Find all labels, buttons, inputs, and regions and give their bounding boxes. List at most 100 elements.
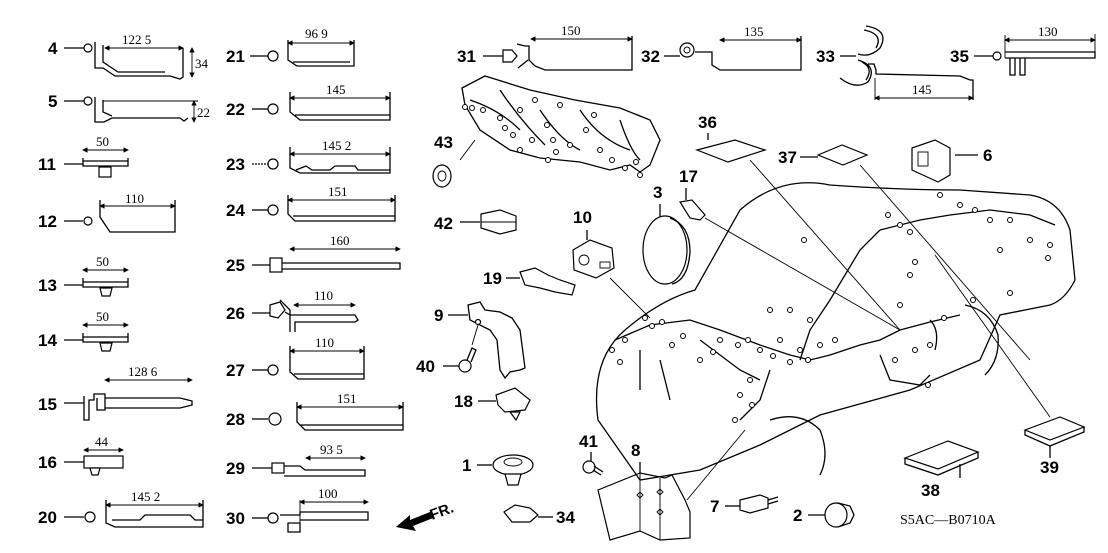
part-39[interactable]: 39 <box>934 254 1086 477</box>
front-arrow-icon <box>396 512 433 531</box>
callout-22: 22 <box>226 100 245 119</box>
part-19[interactable]: 19 <box>483 267 576 296</box>
callout-25: 25 <box>226 256 245 275</box>
callout-1: 1 <box>462 456 471 475</box>
clip-15[interactable]: 15 128 6 <box>38 364 193 421</box>
grommet-icon <box>432 164 452 188</box>
callout-3: 3 <box>653 183 662 202</box>
part-10[interactable]: 10 <box>572 208 651 319</box>
height-dimension-label: 22 <box>197 105 210 120</box>
bracket-plate-icon <box>597 472 691 541</box>
part-43[interactable]: 42 <box>434 209 517 235</box>
dimension-label: 151 <box>328 184 348 199</box>
pad-icon <box>816 144 869 166</box>
clip-24[interactable]: 24 151 <box>226 184 396 222</box>
part-37[interactable]: 37 <box>778 144 1031 361</box>
clip-23[interactable]: 23 145 2 <box>226 138 391 174</box>
dimension-label: 93 5 <box>320 442 343 457</box>
dimension-label: 128 6 <box>128 364 158 379</box>
clip-11[interactable]: 11 50 <box>38 134 129 178</box>
clip-30[interactable]: 30 100 <box>226 486 369 533</box>
clip-31[interactable]: 31 150 <box>457 23 633 71</box>
clip-head-icon <box>83 43 93 53</box>
part-42[interactable]: 43 <box>432 133 453 188</box>
callout-40: 40 <box>416 357 435 376</box>
clip-32[interactable]: 32 135 <box>641 24 802 71</box>
clip-35[interactable]: 35 130 <box>950 24 1096 76</box>
dimension-label: 96 9 <box>305 26 328 41</box>
part-41[interactable]: 41 <box>579 432 604 476</box>
clip-33[interactable]: 33 145 <box>816 25 974 101</box>
connector-block-icon <box>572 239 615 279</box>
callout-20: 20 <box>38 508 57 527</box>
dimension-label: 50 <box>96 309 109 324</box>
clip-head-icon <box>267 50 279 62</box>
clip-22[interactable]: 22 145 <box>226 82 391 121</box>
clip-head-icon <box>267 103 279 115</box>
clip-16[interactable]: 16 44 <box>38 434 124 476</box>
part-2[interactable]: 2 <box>793 502 855 528</box>
part-7[interactable]: 7 <box>710 494 779 516</box>
front-label: FR. <box>428 500 457 524</box>
clip-head-icon <box>269 257 283 273</box>
callout-11: 11 <box>38 155 56 174</box>
clip-28[interactable]: 28 151 <box>226 391 404 431</box>
part-18[interactable]: 18 <box>454 387 531 422</box>
callout-30: 30 <box>226 509 245 528</box>
part-17[interactable]: 17 <box>679 167 901 331</box>
clip-12[interactable]: 12 110 <box>38 191 176 233</box>
dimension-label: 110 <box>125 191 144 206</box>
clip-27[interactable]: 27 110 <box>226 335 365 380</box>
callout-29: 29 <box>226 459 245 478</box>
callout-39: 39 <box>1040 458 1059 477</box>
vehicle-body-outline <box>595 182 1076 481</box>
height-dimension-label: 34 <box>195 56 209 71</box>
callout-31: 31 <box>457 47 476 66</box>
callout-23: 23 <box>226 155 245 174</box>
dimension-label: 145 2 <box>322 138 351 153</box>
callout-14: 14 <box>38 331 57 350</box>
clip-25[interactable]: 25 160 <box>226 233 401 275</box>
clip-21[interactable]: 21 96 9 <box>226 26 355 67</box>
callout-7: 7 <box>710 497 719 516</box>
clip-26[interactable]: 26 110 <box>226 288 359 332</box>
part-36[interactable]: 36 <box>695 113 901 331</box>
clip-head-icon <box>83 96 93 106</box>
clip-5[interactable]: 5 22 <box>48 92 210 123</box>
connector-icon <box>739 494 769 514</box>
clip-29[interactable]: 29 93 5 <box>226 442 366 478</box>
clip-13[interactable]: 13 50 <box>38 254 129 297</box>
clip-4[interactable]: 4 122 5 34 <box>48 32 209 80</box>
callout-21: 21 <box>226 47 245 66</box>
dimension-label: 100 <box>318 486 338 501</box>
bolt-icon <box>582 460 596 474</box>
part-8[interactable]: 8 <box>597 429 746 541</box>
clip-ring-icon <box>679 42 695 58</box>
clip-20[interactable]: 20 145 2 <box>38 489 204 528</box>
callout-34: 34 <box>556 508 575 527</box>
clip-icon <box>495 387 531 413</box>
callout-6: 6 <box>983 146 992 165</box>
main-floor-harness <box>609 192 1056 423</box>
part-3[interactable]: 3 <box>642 183 691 285</box>
grommet-cap-icon <box>642 215 688 285</box>
callout-42: 43 <box>434 133 453 152</box>
clip-head-icon <box>269 301 286 319</box>
clip-14[interactable]: 14 50 <box>38 309 129 352</box>
part-38[interactable]: 38 <box>903 440 980 500</box>
callout-24: 24 <box>226 201 245 220</box>
callout-9: 9 <box>434 306 443 325</box>
part-9[interactable]: 9 <box>434 301 526 380</box>
drawing-code: S5AC—B0710A <box>900 513 997 528</box>
callout-18: 18 <box>454 392 473 411</box>
part-40[interactable]: 40 <box>416 347 477 376</box>
pad-icon <box>1023 416 1086 441</box>
part-6[interactable]: 6 <box>911 139 992 183</box>
callout-16: 16 <box>38 453 57 472</box>
callout-37: 37 <box>778 148 797 167</box>
part-1[interactable]: 1 <box>462 454 534 486</box>
callout-43: 42 <box>434 214 453 233</box>
clip-icon <box>503 504 539 523</box>
dimension-label: 50 <box>96 134 109 149</box>
part-34[interactable]: 34 <box>503 504 575 527</box>
